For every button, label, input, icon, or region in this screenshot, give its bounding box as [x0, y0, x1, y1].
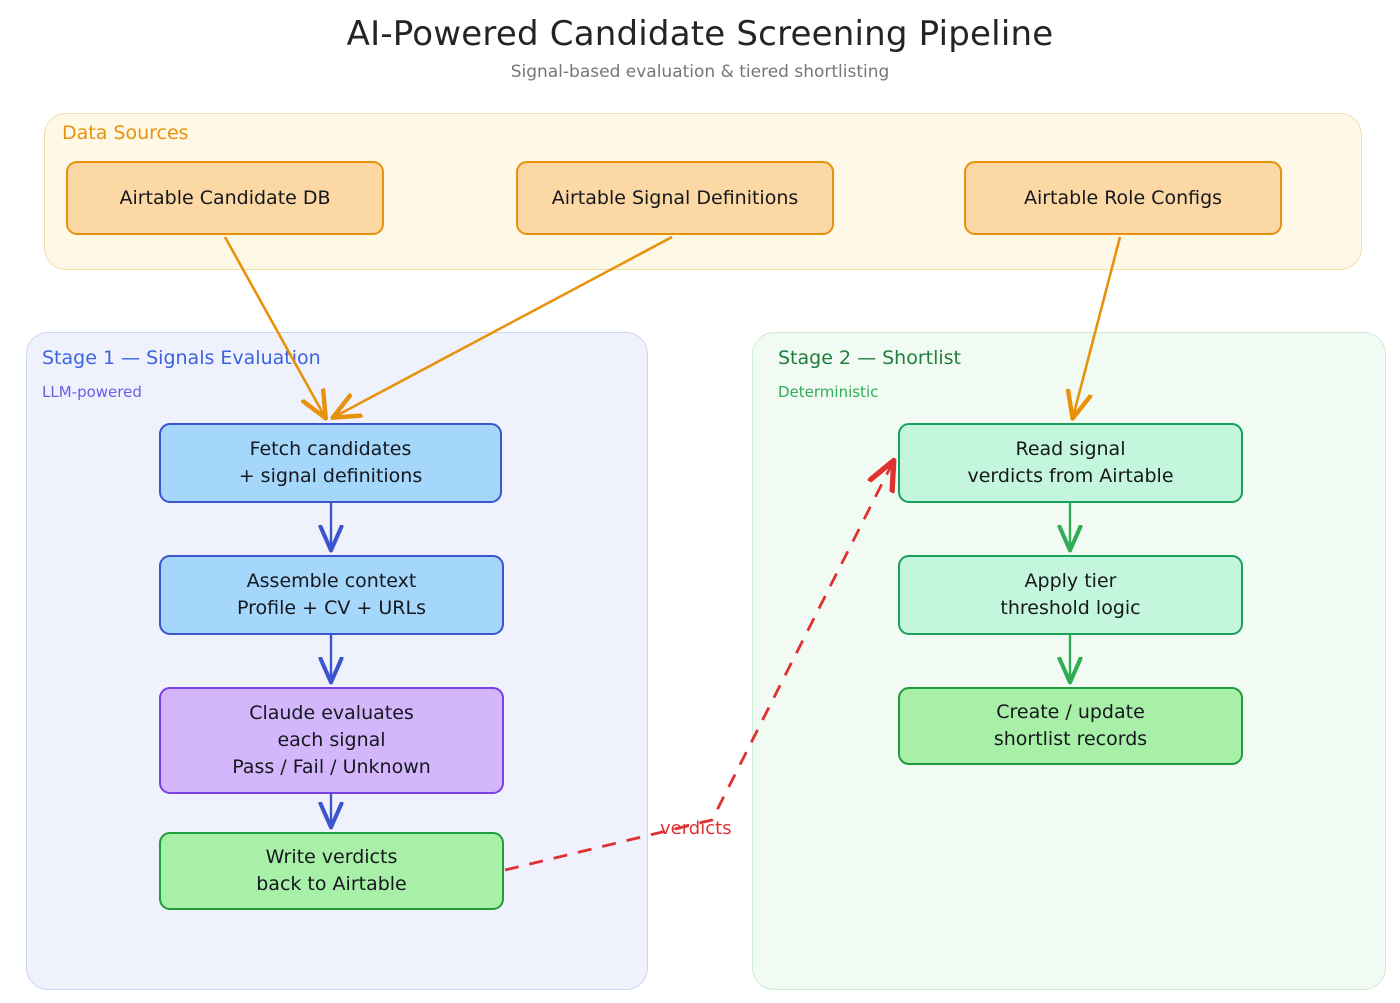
- node-apply-tier-threshold[interactable]: Apply tier threshold logic: [898, 555, 1243, 635]
- cluster-sublabel-stage-2: Deterministic: [778, 383, 879, 401]
- node-create-update-shortlist[interactable]: Create / update shortlist records: [898, 687, 1243, 765]
- cluster-label-data-sources: Data Sources: [62, 122, 189, 144]
- page-subtitle: Signal-based evaluation & tiered shortli…: [510, 62, 890, 82]
- cluster-label-stage-2: Stage 2 — Shortlist: [778, 347, 962, 369]
- node-write-verdicts[interactable]: Write verdicts back to Airtable: [159, 832, 504, 910]
- node-airtable-signal-definitions[interactable]: Airtable Signal Definitions: [516, 161, 834, 235]
- node-read-signal-verdicts[interactable]: Read signal verdicts from Airtable: [898, 423, 1243, 503]
- node-airtable-candidate-db[interactable]: Airtable Candidate DB: [66, 161, 384, 235]
- edge-label-verdicts: verdicts: [660, 818, 732, 839]
- cluster-label-stage-1: Stage 1 — Signals Evaluation: [42, 347, 321, 369]
- node-assemble-context[interactable]: Assemble context Profile + CV + URLs: [159, 555, 504, 635]
- node-airtable-role-configs[interactable]: Airtable Role Configs: [964, 161, 1282, 235]
- page-title: AI-Powered Candidate Screening Pipeline: [346, 14, 1054, 54]
- cluster-sublabel-stage-1: LLM-powered: [42, 383, 142, 401]
- node-claude-evaluates-signals[interactable]: Claude evaluates each signal Pass / Fail…: [159, 687, 504, 794]
- node-fetch-candidates[interactable]: Fetch candidates + signal definitions: [159, 423, 502, 503]
